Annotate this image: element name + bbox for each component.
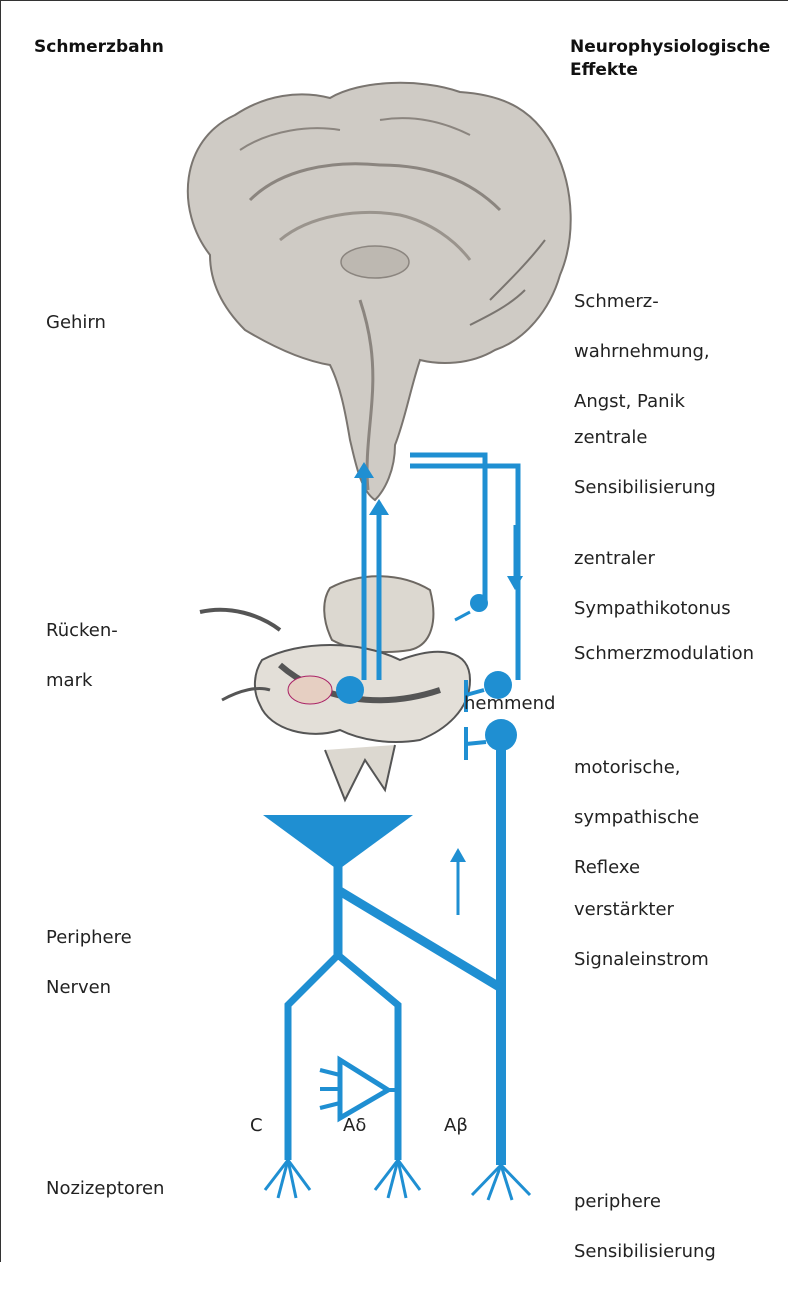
effect-central-sensitization: zentrale Sensibilisierung	[574, 400, 716, 525]
label-spinal-cord-line2: mark	[46, 668, 118, 693]
effect-reflexes-line1: motorische,	[574, 755, 699, 780]
label-peripheral-nerves: Periphere Nerven	[46, 900, 132, 1025]
effect-peripheral-sensitization: periphere Sensibilisierung	[574, 1164, 716, 1289]
fiber-label-c: C	[250, 1115, 263, 1136]
effect-central-sensitization-line2: Sensibilisierung	[574, 475, 716, 500]
vertebra-illustration	[200, 576, 470, 800]
label-spinal-cord: Rücken- mark	[46, 593, 118, 718]
brain-illustration	[188, 83, 571, 500]
effect-pain-modulation: Schmerzmodulation	[574, 641, 754, 666]
effect-peripheral-sens-line1: periphere	[574, 1189, 716, 1214]
effect-sympathetic-line1: zentraler	[574, 546, 731, 571]
effect-signal-line2: Signaleinstrom	[574, 947, 709, 972]
fiber-label-a-delta: Aδ	[343, 1115, 366, 1136]
effect-pain-perception-line2: wahrnehmung,	[574, 339, 710, 364]
effect-amplified-signal-inflow: verstärkter Signaleinstrom	[574, 872, 709, 997]
label-inhibitory: hemmend	[464, 691, 555, 716]
fiber-label-a-beta: Aβ	[444, 1115, 468, 1136]
effect-signal-line1: verstärkter	[574, 897, 709, 922]
neural-pathway	[263, 455, 530, 1200]
effect-pain-perception-line1: Schmerz-	[574, 289, 710, 314]
effect-sympathetic-line2: Sympathikotonus	[574, 596, 731, 621]
label-spinal-cord-line1: Rücken-	[46, 618, 118, 643]
label-brain: Gehirn	[46, 310, 106, 335]
effect-peripheral-sens-line2: Sensibilisierung	[574, 1239, 716, 1264]
effect-central-sensitization-line1: zentrale	[574, 425, 716, 450]
label-nociceptors: Nozizeptoren	[46, 1176, 164, 1201]
label-peripheral-nerves-line1: Periphere	[46, 925, 132, 950]
effect-reflexes-line2: sympathische	[574, 805, 699, 830]
effect-central-sympathetic-tone: zentraler Sympathikotonus	[574, 521, 731, 646]
label-peripheral-nerves-line2: Nerven	[46, 975, 132, 1000]
